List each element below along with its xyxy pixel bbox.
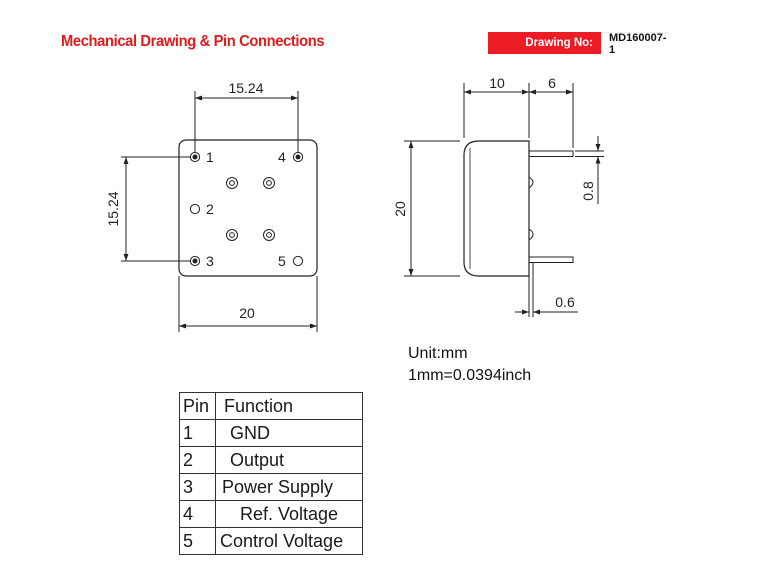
- table-cell-function: Ref. Voltage: [215, 500, 363, 528]
- unit-label: Unit:mm: [408, 345, 468, 362]
- pin-3: [189, 255, 201, 267]
- pin-label-4: 4: [278, 149, 286, 165]
- side-pin-bottom: [528, 256, 574, 263]
- dim-body: 10: [489, 75, 505, 91]
- table-cell-function: Output: [215, 446, 363, 474]
- table-row: 4 Ref. Voltage: [179, 500, 363, 528]
- internal-holes: [226, 177, 275, 241]
- table-cell-function: Power Supply: [215, 473, 363, 501]
- table-row: 1 GND: [179, 419, 363, 447]
- table-row: 3 Power Supply: [179, 473, 363, 501]
- table-cell-pin: 5: [179, 527, 216, 555]
- table-cell-pin: 3: [179, 473, 216, 501]
- table-cell-pin: 1: [179, 419, 216, 447]
- dim-height: 20: [392, 201, 408, 217]
- table-cell-function: Control Voltage: [215, 527, 363, 555]
- pin-label-1: 1: [206, 149, 214, 165]
- pin-2: [189, 203, 201, 215]
- pin-4: [292, 151, 304, 163]
- pin-1: [189, 151, 201, 163]
- table-header-row: Pin Function: [179, 392, 363, 420]
- dim-pin-spacing-h: 15.24: [228, 80, 263, 96]
- dim-pin-spacing-v: 15.24: [105, 191, 121, 226]
- drawing-number-value: MD160007-1: [601, 32, 668, 56]
- pin-function-table: Pin Function 1 GND 2 Output 3 Power Supp…: [179, 392, 363, 555]
- dim-pin-width: 0.6: [555, 294, 575, 310]
- table-row: 2 Output: [179, 446, 363, 474]
- table-cell-function: GND: [215, 419, 363, 447]
- pin-label-3: 3: [206, 253, 214, 269]
- drawing-number-box: Drawing No: MD160007-1: [488, 32, 668, 56]
- side-view: [404, 83, 604, 317]
- pin-5: [292, 255, 304, 267]
- side-view-body: [463, 140, 530, 277]
- drawing-number-label: Drawing No:: [488, 32, 601, 54]
- top-view-body: [178, 139, 318, 277]
- pin-label-5: 5: [278, 253, 286, 269]
- page-title: Mechanical Drawing & Pin Connections: [61, 33, 325, 50]
- unit-conversion: 1mm=0.0394inch: [408, 367, 532, 384]
- table-cell-pin: 4: [179, 500, 216, 528]
- side-pin-top: [528, 150, 574, 157]
- table-cell-pin: 2: [179, 446, 216, 474]
- table-header-function: Function: [215, 392, 363, 420]
- table-row: 5 Control Voltage: [179, 527, 363, 555]
- top-view: [121, 91, 318, 332]
- dim-width: 20: [239, 305, 255, 321]
- dim-pin-thickness: 0.8: [580, 181, 596, 201]
- pin-label-2: 2: [206, 201, 214, 217]
- table-header-pin: Pin: [179, 392, 216, 420]
- dim-pin-length: 6: [548, 75, 556, 91]
